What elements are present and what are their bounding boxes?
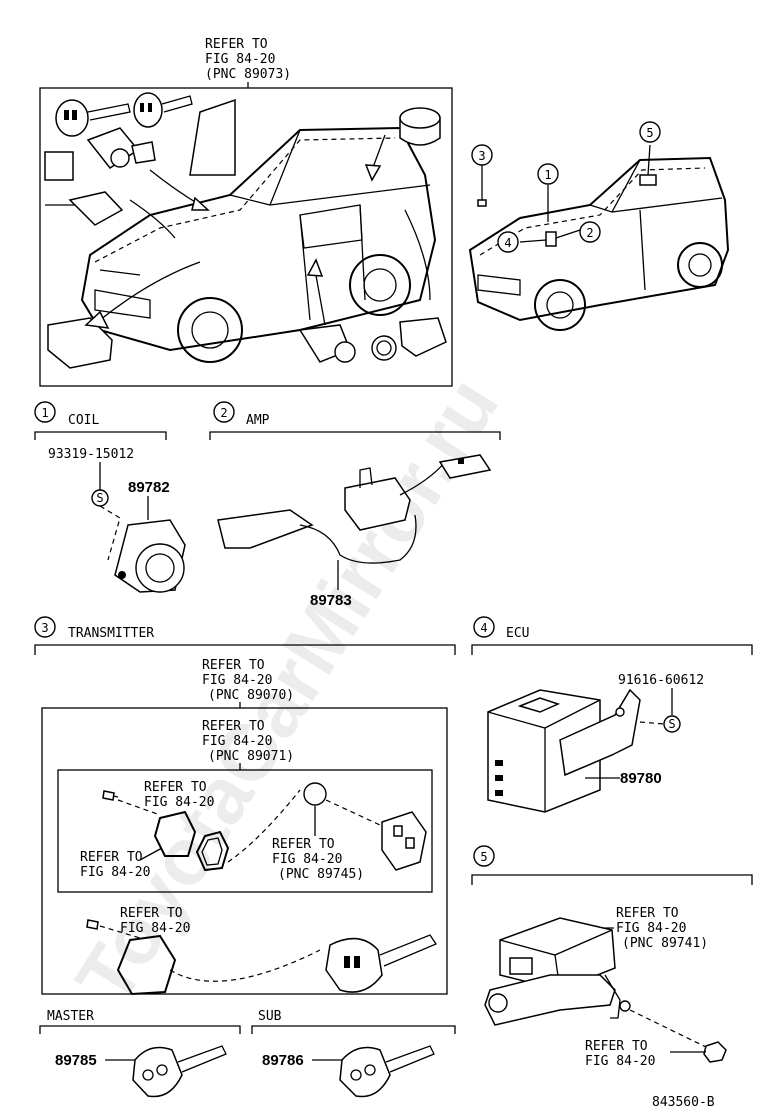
svg-text:3: 3 (478, 149, 485, 163)
ecu-illustration (487, 688, 641, 813)
transmitter-case-refer: REFER TO FIG 84-20 (80, 850, 150, 880)
svg-text:(PNC 89741): (PNC 89741) (622, 936, 708, 951)
ecu-index: 4 (480, 621, 487, 635)
transmitter-inner-frame (57, 769, 433, 893)
overview-frame (39, 87, 453, 387)
svg-text:FIG 84-20: FIG 84-20 (202, 673, 272, 688)
coil-title: COIL (68, 413, 99, 428)
svg-text:FIG 84-20: FIG 84-20 (272, 852, 342, 867)
coil-illustration (114, 519, 186, 593)
svg-text:FIG 84-20: FIG 84-20 (202, 734, 272, 749)
vehicle-large-illustration (80, 126, 437, 363)
key-case-lower (116, 934, 177, 996)
transmitter-lower-refer: REFER TO FIG 84-20 (120, 906, 190, 936)
callout-1: 1 (537, 163, 559, 185)
lock-cylinder-parts (45, 98, 447, 369)
battery-refer: REFER TO FIG 84-20 (PNC 89745) (272, 837, 364, 882)
callout-2: 2 (579, 221, 601, 243)
overview-refer-label: REFER TO FIG 84-20 (PNC 89073) (205, 37, 291, 82)
svg-text:1: 1 (544, 168, 551, 182)
section-amp-header: 2 AMP (209, 401, 501, 440)
section-coil-header: 1 COIL (34, 401, 167, 440)
callout-3: 3 (471, 144, 493, 166)
transmitter-outer-refer: REFER TO FIG 84-20 (PNC 89070) (202, 658, 294, 703)
svg-text:FIG 84-20: FIG 84-20 (616, 921, 686, 936)
coil-part-number: 89782 (128, 479, 170, 496)
sub-key-illustration (339, 1045, 435, 1098)
svg-text:REFER TO: REFER TO (272, 837, 335, 852)
sensor-index: 5 (480, 850, 487, 864)
svg-text:S: S (668, 717, 675, 731)
section-ecu-header: 4 ECU (471, 616, 753, 655)
sub-part-number: 89786 (262, 1052, 304, 1069)
svg-text:2: 2 (586, 226, 593, 240)
location-arrows (84, 134, 431, 329)
screw-icon (102, 790, 115, 801)
svg-text:REFER TO: REFER TO (120, 906, 183, 921)
coil-index: 1 (41, 406, 48, 420)
master-part-number: 89785 (55, 1052, 97, 1069)
ecu-title: ECU (506, 626, 529, 641)
overview-refer-line3: (PNC 89073) (205, 67, 291, 82)
svg-text:5: 5 (646, 126, 653, 140)
svg-text:REFER TO: REFER TO (202, 658, 265, 673)
svg-text:REFER TO: REFER TO (80, 850, 143, 865)
svg-text:FIG 84-20: FIG 84-20 (80, 865, 150, 880)
svg-text:(PNC 89071): (PNC 89071) (208, 749, 294, 764)
section-master-header: MASTER (39, 1009, 241, 1034)
master-key-illustration (132, 1045, 227, 1098)
amp-index: 2 (220, 406, 227, 420)
svg-text:FIG 84-20: FIG 84-20 (585, 1054, 655, 1069)
callout-4: 4 (497, 231, 519, 253)
vehicle-small-illustration (468, 144, 730, 331)
transmitter-case-top (153, 810, 197, 857)
master-title: MASTER (47, 1009, 94, 1024)
ecu-bolt-symbol (663, 715, 681, 733)
svg-text:REFER TO: REFER TO (202, 719, 265, 734)
transmitter-inner-refer: REFER TO FIG 84-20 (PNC 89071) (202, 719, 294, 764)
sensor-bolt-icon (703, 1041, 727, 1063)
overview-refer-line2: FIG 84-20 (205, 52, 275, 67)
transmitter-title: TRANSMITTER (68, 626, 154, 641)
callout-5: 5 (639, 121, 661, 143)
coil-bolt-number: 93319-15012 (48, 447, 134, 462)
svg-text:S: S (96, 491, 103, 505)
transmitter-screw-refer: REFER TO FIG 84-20 (144, 780, 214, 810)
amp-part-number: 89783 (310, 592, 352, 609)
ecu-bolt-number: 91616-60612 (618, 673, 704, 688)
section-sub-header: SUB (251, 1009, 456, 1034)
ecu-part-number: 89780 (620, 770, 662, 787)
transmitter-outer-frame (41, 707, 448, 995)
svg-text:FIG 84-20: FIG 84-20 (120, 921, 190, 936)
sensor-refer-bottom: REFER TO FIG 84-20 (585, 1039, 655, 1069)
transmitter-pad (381, 811, 427, 871)
svg-text:4: 4 (504, 236, 511, 250)
svg-text:REFER TO: REFER TO (585, 1039, 648, 1054)
transmitter-case-ring (195, 830, 230, 872)
sensor-illustration (484, 917, 631, 1026)
section-sensor-header: 5 (471, 845, 753, 885)
svg-text:REFER TO: REFER TO (144, 780, 207, 795)
transmitter-index: 3 (41, 621, 48, 635)
figure-code: 843560-B (652, 1095, 715, 1110)
key-illustrations (44, 92, 193, 181)
amp-illustration (217, 454, 492, 564)
battery-icon (303, 782, 327, 806)
sensor-refer-top: REFER TO FIG 84-20 (PNC 89741) (616, 906, 708, 951)
svg-text:(PNC 89745): (PNC 89745) (278, 867, 364, 882)
svg-text:(PNC 89070): (PNC 89070) (208, 688, 294, 703)
sub-title: SUB (258, 1009, 282, 1024)
key-transmitter-illustration (325, 934, 437, 993)
svg-text:REFER TO: REFER TO (616, 906, 679, 921)
svg-text:FIG 84-20: FIG 84-20 (144, 795, 214, 810)
amp-title: AMP (246, 413, 270, 428)
section-transmitter-header: 3 TRANSMITTER (34, 616, 456, 655)
overview-refer-line1: REFER TO (205, 37, 268, 52)
